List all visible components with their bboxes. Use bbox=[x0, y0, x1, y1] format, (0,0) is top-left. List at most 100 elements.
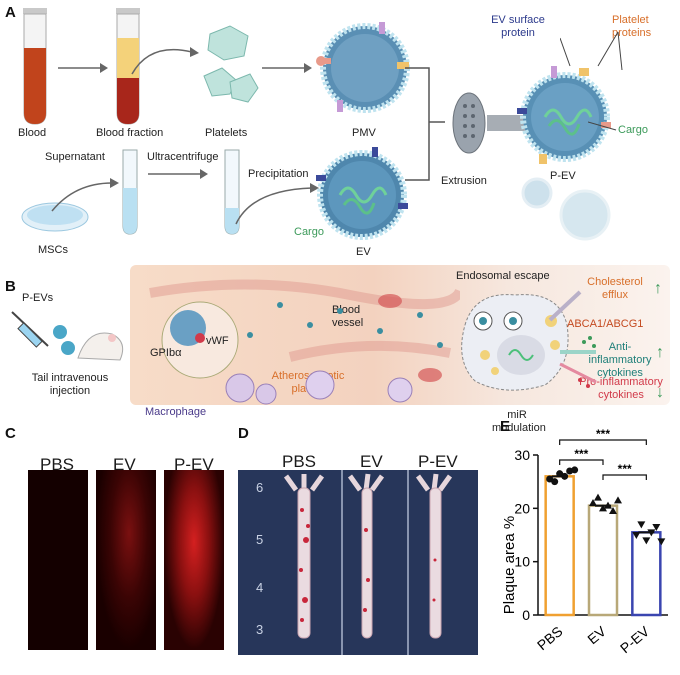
ev-vesicle-icon bbox=[316, 147, 408, 240]
data-point bbox=[614, 496, 622, 504]
blood-fraction-tube-icon bbox=[116, 8, 140, 125]
data-point bbox=[609, 507, 617, 514]
significance-bracket bbox=[559, 439, 647, 445]
bar-pbs bbox=[544, 475, 575, 617]
y-tick-label: 0 bbox=[522, 607, 530, 623]
ruler-tick-4: 4 bbox=[256, 580, 264, 595]
y-tick-label: 20 bbox=[514, 500, 530, 516]
supernatant-tube-icon bbox=[122, 149, 138, 235]
data-point bbox=[589, 499, 597, 506]
significance-label: *** bbox=[574, 447, 588, 461]
pointer-line bbox=[588, 121, 617, 131]
pevs-label: P-EVs bbox=[22, 292, 54, 304]
significance-label: *** bbox=[618, 462, 632, 476]
output-arrows bbox=[548, 290, 597, 388]
precipitation-label: Precipitation bbox=[248, 168, 309, 180]
arrow-down-icon: ↓ bbox=[656, 384, 664, 401]
platelets-icon bbox=[203, 25, 259, 103]
panel-c-header-pbs: PBS bbox=[40, 455, 75, 474]
pev-vesicle-icon bbox=[517, 66, 611, 164]
vessel-decoration bbox=[149, 279, 460, 403]
panel-c-header-ev: EV bbox=[113, 455, 136, 474]
y-axis-label: Plaque area % bbox=[501, 516, 518, 614]
vwf-label: vWF bbox=[206, 335, 229, 347]
cargo-label-right: Cargo bbox=[618, 124, 648, 136]
data-point bbox=[604, 501, 612, 509]
blood-tube-icon bbox=[23, 8, 47, 125]
arrow-icon bbox=[131, 47, 199, 75]
pointer-lines bbox=[560, 31, 623, 71]
ruler-tick-6: 6 bbox=[256, 480, 264, 495]
bracket-lines bbox=[405, 67, 445, 181]
cargo-label-ev: Cargo bbox=[294, 226, 324, 238]
blood-label: Blood bbox=[18, 127, 47, 139]
data-point bbox=[652, 524, 661, 531]
macrophage-label: Macrophage bbox=[145, 406, 207, 418]
ev-label-a: EV bbox=[356, 246, 371, 258]
arrow-up-icon: ↑ bbox=[654, 280, 662, 297]
y-tick-label: 10 bbox=[514, 554, 530, 570]
pmv-label: PMV bbox=[352, 127, 376, 139]
significance-bracket bbox=[559, 459, 604, 465]
data-point bbox=[657, 538, 666, 546]
pev-label-a: P-EV bbox=[550, 170, 576, 182]
mir-modulation-label: miR modulation bbox=[492, 409, 546, 434]
data-point bbox=[561, 472, 569, 480]
data-point bbox=[637, 521, 646, 529]
significance-bracket bbox=[602, 474, 647, 480]
arrow-icon bbox=[148, 169, 208, 179]
x-tick-label: PBS bbox=[534, 623, 566, 653]
mscs-label: MSCs bbox=[38, 244, 68, 256]
extrusion-label: Extrusion bbox=[441, 175, 487, 187]
significance-label: *** bbox=[596, 427, 610, 441]
abca-label: ABCA1/ABCG1 bbox=[567, 318, 644, 330]
ultracentrifuge-label: Ultracentrifuge bbox=[147, 151, 219, 163]
precipitation-tube-icon bbox=[224, 149, 240, 235]
platelets-label: Platelets bbox=[205, 127, 248, 139]
fluorescence-image-pev bbox=[164, 470, 224, 650]
aorta-specimens bbox=[283, 470, 453, 655]
panel-d-label: D bbox=[238, 425, 249, 442]
macrophage-cell-icon bbox=[461, 294, 569, 391]
petri-dish-icon bbox=[21, 202, 89, 232]
blood-fraction-label: Blood fraction bbox=[96, 127, 164, 139]
fluorescence-image-ev bbox=[96, 470, 156, 650]
ruler-tick-3: 3 bbox=[256, 622, 264, 637]
panel-d-header-pbs: PBS bbox=[282, 452, 317, 471]
endosomal-escape-label: Endosomal escape bbox=[456, 270, 550, 282]
aorta-photo: 6 5 4 3 bbox=[238, 470, 478, 655]
x-tick-label: P-EV bbox=[617, 623, 653, 657]
ruler-tick-5: 5 bbox=[256, 532, 264, 547]
small-pev-icon bbox=[521, 177, 611, 241]
panel-a-label: A bbox=[5, 4, 16, 21]
data-point bbox=[571, 466, 579, 474]
panel-d-header-ev: EV bbox=[360, 452, 383, 471]
syringe-icon bbox=[11, 311, 124, 361]
vessel-zoom-icon bbox=[161, 301, 277, 405]
fluorescence-image-pbs bbox=[28, 470, 88, 650]
data-point bbox=[551, 478, 559, 486]
data-point bbox=[632, 532, 641, 539]
y-tick-label: 30 bbox=[514, 447, 530, 463]
cholesterol-efflux-label: Cholesterol efflux bbox=[587, 276, 643, 301]
pmv-vesicle-icon bbox=[316, 22, 410, 113]
ev-surface-protein-label: EV surface protein bbox=[491, 14, 545, 39]
arrow-icon bbox=[58, 63, 108, 73]
data-point bbox=[642, 537, 651, 545]
bar-p-ev bbox=[631, 531, 662, 617]
x-tick-label: EV bbox=[584, 623, 609, 648]
panel-d-header-pev: P-EV bbox=[418, 452, 458, 471]
panel-c-header-pev: P-EV bbox=[174, 455, 214, 474]
tail-injection-label: Tail intravenous injection bbox=[31, 372, 109, 397]
panel-e-label: E bbox=[500, 418, 511, 435]
panel-b-label: B bbox=[5, 278, 16, 295]
arrow-icon bbox=[235, 183, 319, 225]
plaque-area-chart: Plaque area % 0 10 20 30 PBS EV P-EV *** *** **… bbox=[501, 427, 668, 657]
data-point bbox=[647, 529, 656, 537]
arrow-icon bbox=[51, 178, 119, 212]
platelet-proteins-label: Platelet proteins bbox=[612, 14, 652, 39]
gpiba-label: GPIbα bbox=[150, 347, 182, 359]
supernatant-label: Supernatant bbox=[45, 151, 105, 163]
data-point bbox=[599, 504, 607, 512]
pro-inflammatory-label: Pro-inflammatory cytokines bbox=[579, 376, 663, 401]
